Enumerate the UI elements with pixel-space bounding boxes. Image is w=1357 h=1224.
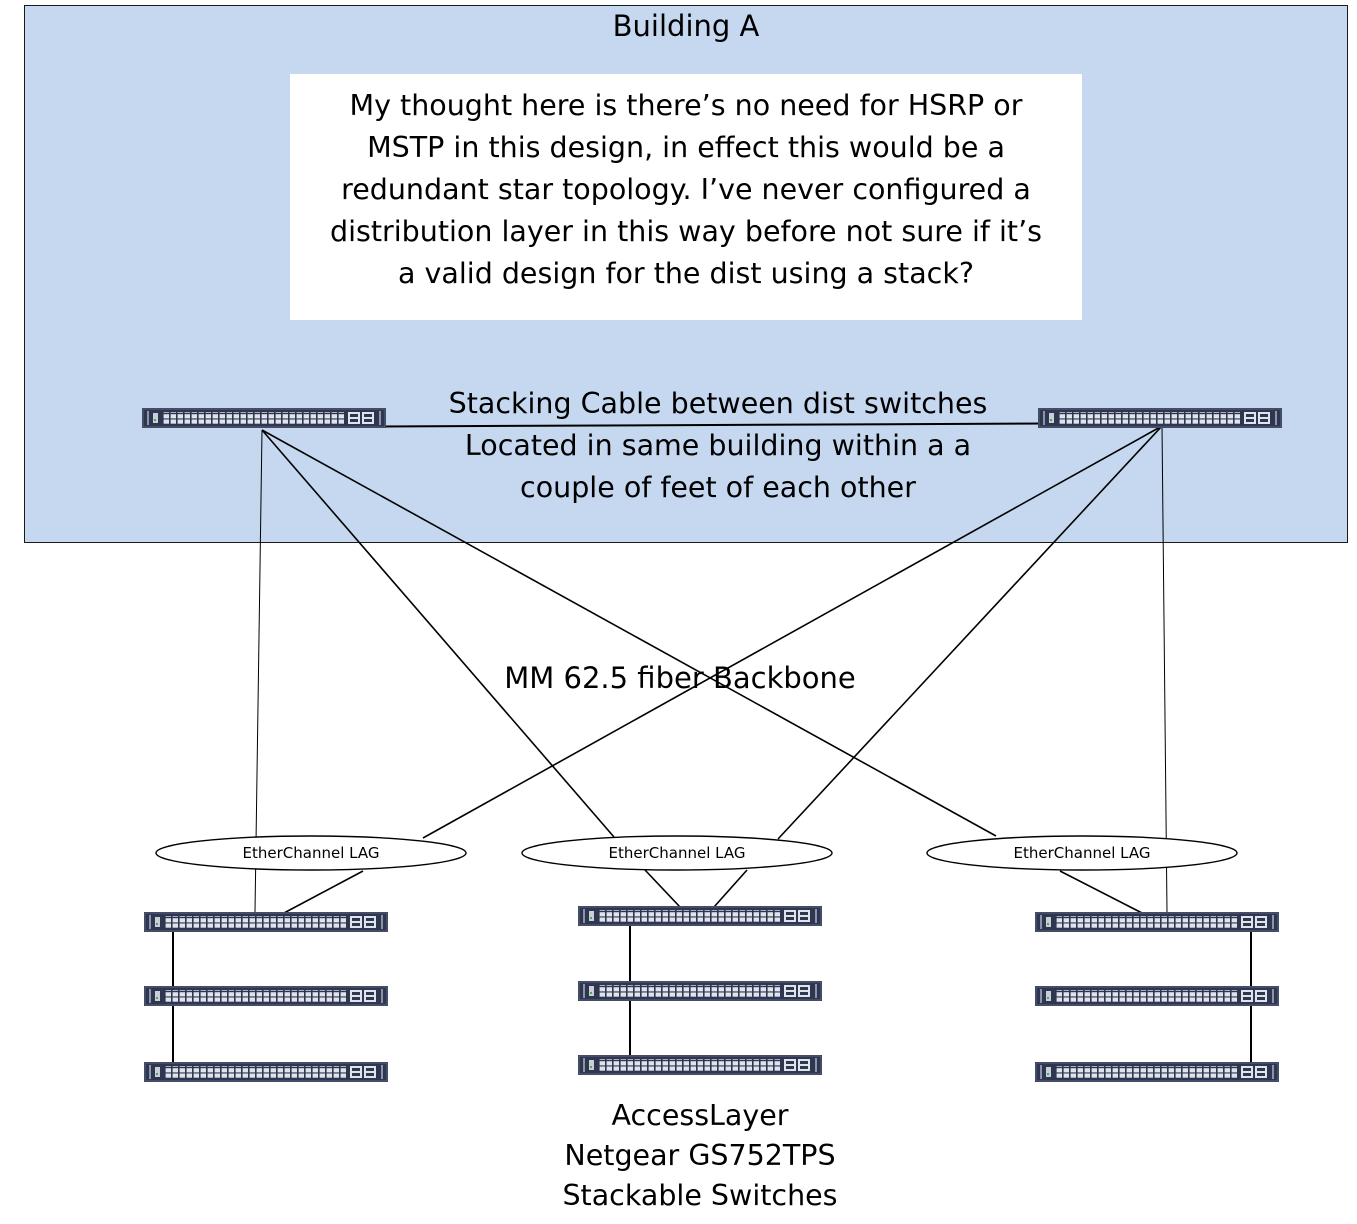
lag-ellipse — [155, 835, 467, 871]
note-line: My thought here is there’s no need for H… — [349, 89, 1023, 122]
access-switch — [143, 911, 389, 933]
lag-label: EtherChannel LAG — [1013, 844, 1151, 862]
stacking-label-line: Stacking Cable between dist switches — [448, 387, 988, 420]
backbone-link — [422, 425, 1163, 839]
dist-switch — [1037, 407, 1283, 429]
lag-ellipse — [521, 835, 833, 871]
lag-label: EtherChannel LAG — [608, 844, 746, 862]
note-line: distribution layer in this way before no… — [330, 215, 1042, 248]
access-switch — [143, 985, 389, 1007]
backbone-link — [261, 429, 615, 838]
access-switch — [577, 905, 823, 927]
access-layer-label: AccessLayer Netgear GS752TPS Stackable S… — [500, 1096, 900, 1216]
access-switch — [1034, 985, 1280, 1007]
lag-link — [713, 869, 748, 908]
note-line: redundant star topology. I’ve never conf… — [341, 173, 1031, 206]
lag-ellipse — [926, 835, 1238, 871]
access-switch — [143, 1061, 389, 1083]
lag-link — [283, 870, 364, 914]
stacking-cable-label: Stacking Cable between dist switches Loc… — [380, 383, 1056, 509]
note-line: MSTP in this design, in effect this woul… — [367, 131, 1005, 164]
stacking-cable — [261, 422, 1163, 428]
note-line: a valid design for the dist using a stac… — [398, 257, 974, 290]
building-title: Building A — [612, 9, 760, 43]
access-label-line: Netgear GS752TPS — [564, 1139, 836, 1172]
access-switch — [1034, 911, 1280, 933]
dist-switch — [141, 407, 387, 429]
access-label-line: AccessLayer — [611, 1099, 789, 1132]
stacking-label-line: Located in same building within a a — [464, 429, 972, 462]
connections — [172, 422, 1252, 1072]
backbone-label: MM 62.5 fiber Backbone — [504, 661, 856, 695]
backbone-link — [1161, 425, 1168, 913]
stacking-label-line: couple of feet of each other — [520, 471, 916, 504]
lag-link — [644, 869, 681, 908]
access-switch — [1034, 1061, 1280, 1083]
backbone-link — [254, 429, 263, 913]
access-switch — [577, 1054, 823, 1076]
lag-label: EtherChannel LAG — [242, 844, 380, 862]
backbone-link — [261, 429, 997, 837]
lag-link — [1059, 870, 1143, 914]
design-note: My thought here is there’s no need for H… — [290, 74, 1082, 320]
access-label-line: Stackable Switches — [562, 1179, 838, 1212]
backbone-link — [777, 425, 1163, 840]
access-switch — [577, 980, 823, 1002]
